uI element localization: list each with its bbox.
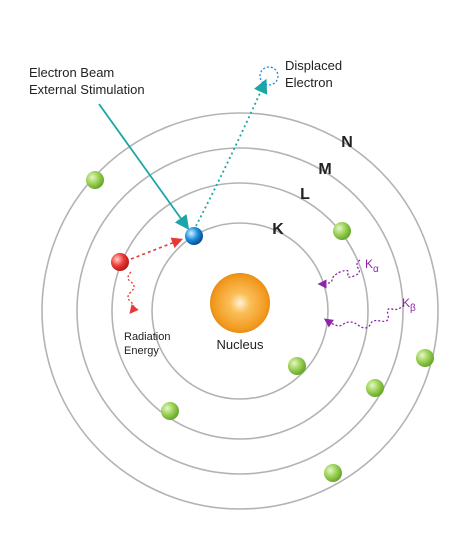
k-alpha-wave — [317, 259, 361, 289]
displaced-electron — [259, 66, 279, 86]
shell-label-k: K — [272, 221, 284, 238]
electron-green — [161, 402, 179, 420]
shell-label-m: M — [318, 161, 331, 178]
electron-green — [86, 171, 104, 189]
shell-l — [111, 182, 369, 440]
shell-label-n: N — [341, 134, 353, 151]
radiation-wave — [127, 271, 139, 314]
shell-k — [151, 222, 329, 400]
displaced-label-line2: Electron — [285, 75, 333, 90]
shell-label-l: L — [300, 186, 310, 203]
radiation-label-line1: Radiation — [124, 331, 170, 343]
shell-m — [76, 147, 404, 475]
nucleus-label: Nucleus — [217, 337, 264, 352]
beam-label-line2: External Stimulation — [29, 82, 145, 97]
electron-green — [366, 379, 384, 397]
electron-blue — [185, 227, 203, 245]
displaced-electron-path — [195, 78, 268, 227]
electron-green — [416, 349, 434, 367]
electron-green — [288, 357, 306, 375]
shell-n — [41, 112, 439, 510]
radiation-label-line2: Energy — [124, 345, 159, 357]
k-beta-label: Kβ — [402, 296, 416, 314]
transition-arrow — [130, 237, 183, 260]
k-alpha-label: Kα — [365, 257, 379, 275]
k-beta-wave — [323, 304, 405, 329]
displaced-label-line1: Displaced — [285, 58, 342, 73]
nucleus — [210, 273, 270, 333]
beam-label-line1: Electron Beam — [29, 65, 114, 80]
electron-green — [324, 464, 342, 482]
electron-green — [333, 222, 351, 240]
electron-beam-arrow — [98, 103, 190, 230]
electron-red — [111, 253, 129, 271]
